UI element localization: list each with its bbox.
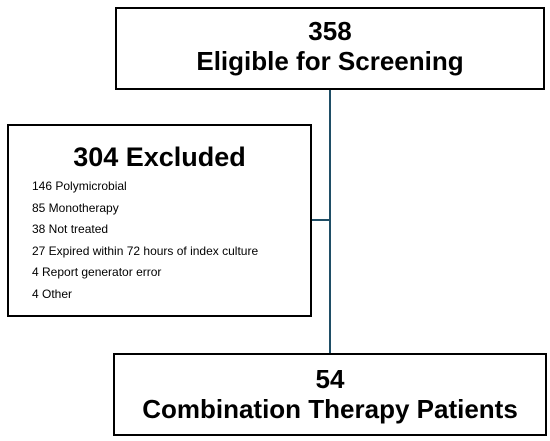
excluded-title: 304 Excluded (73, 142, 246, 172)
eligible-screening-box: 358 Eligible for Screening (115, 7, 545, 90)
exclusion-reason: 4 Report generator error (32, 265, 162, 280)
exclusion-reason: 85 Monotherapy (32, 200, 119, 215)
connector-exclusion-branch (312, 219, 330, 221)
exclusion-reason: 27 Expired within 72 hours of index cult… (32, 243, 259, 258)
exclusion-reasons-list: 146 Polymicrobial 85 Monotherapy 38 Not … (9, 176, 310, 306)
exclusion-reason: 38 Not treated (32, 222, 109, 237)
combination-count: 54 (315, 364, 345, 394)
exclusion-reason: 146 Polymicrobial (32, 179, 127, 193)
exclusion-reason: 4 Other (32, 286, 73, 301)
eligible-label: Eligible for Screening (196, 46, 464, 76)
combination-therapy-box: 54 Combination Therapy Patients (113, 353, 547, 436)
eligible-count: 358 (308, 16, 352, 46)
combination-label: Combination Therapy Patients (142, 394, 518, 424)
excluded-box: 304 Excluded 146 Polymicrobial 85 Monoth… (7, 124, 312, 317)
connector-vertical (329, 90, 331, 353)
